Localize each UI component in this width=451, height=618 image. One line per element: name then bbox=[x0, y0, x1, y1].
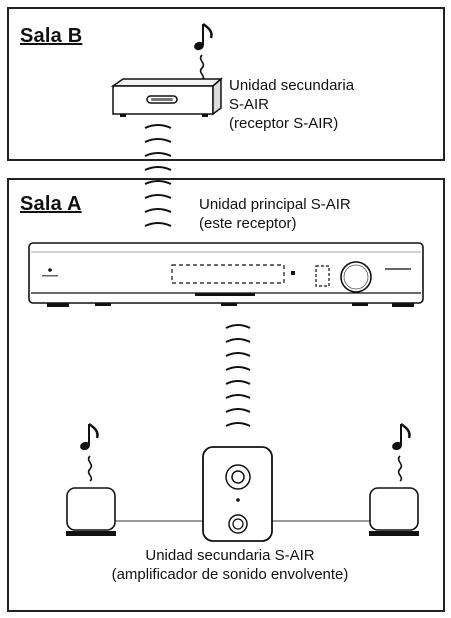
music-note-icon bbox=[77, 422, 99, 482]
music-note-icon bbox=[191, 22, 213, 81]
room-a-main-label-line2: (este receptor) bbox=[199, 215, 297, 232]
speaker-icon bbox=[369, 487, 419, 536]
wireless-signal-icon bbox=[225, 324, 251, 427]
receiver-icon bbox=[28, 242, 424, 307]
room-b-device-label: Unidad secundaria S-AIR (receptor S-AIR) bbox=[229, 76, 354, 133]
room-a-main-label: Unidad principal S-AIR (este receptor) bbox=[199, 195, 351, 233]
room-b-device-label-line1: Unidad secundaria bbox=[229, 77, 355, 94]
wireless-signal-icon bbox=[144, 124, 172, 227]
room-b-frame bbox=[7, 7, 445, 161]
surround-amplifier-icon bbox=[202, 446, 273, 542]
room-a-amp-label-line2: (amplificador de sonido envolvente) bbox=[111, 566, 349, 583]
room-a-main-label-line1: Unidad principal S-AIR bbox=[199, 196, 351, 213]
room-b-device-label-line3: (receptor S-AIR) bbox=[229, 115, 339, 132]
music-note-icon bbox=[389, 422, 411, 482]
room-a-amp-label: Unidad secundaria S-AIR (amplificador de… bbox=[30, 546, 430, 584]
room-a-title: Sala A bbox=[20, 193, 82, 215]
speaker-icon bbox=[66, 487, 116, 536]
receiver-icon bbox=[110, 77, 223, 117]
room-b-device-label-line2: S-AIR bbox=[229, 96, 270, 113]
room-a-amp-label-line1: Unidad secundaria S-AIR bbox=[145, 547, 315, 564]
room-b-title: Sala B bbox=[20, 25, 83, 47]
